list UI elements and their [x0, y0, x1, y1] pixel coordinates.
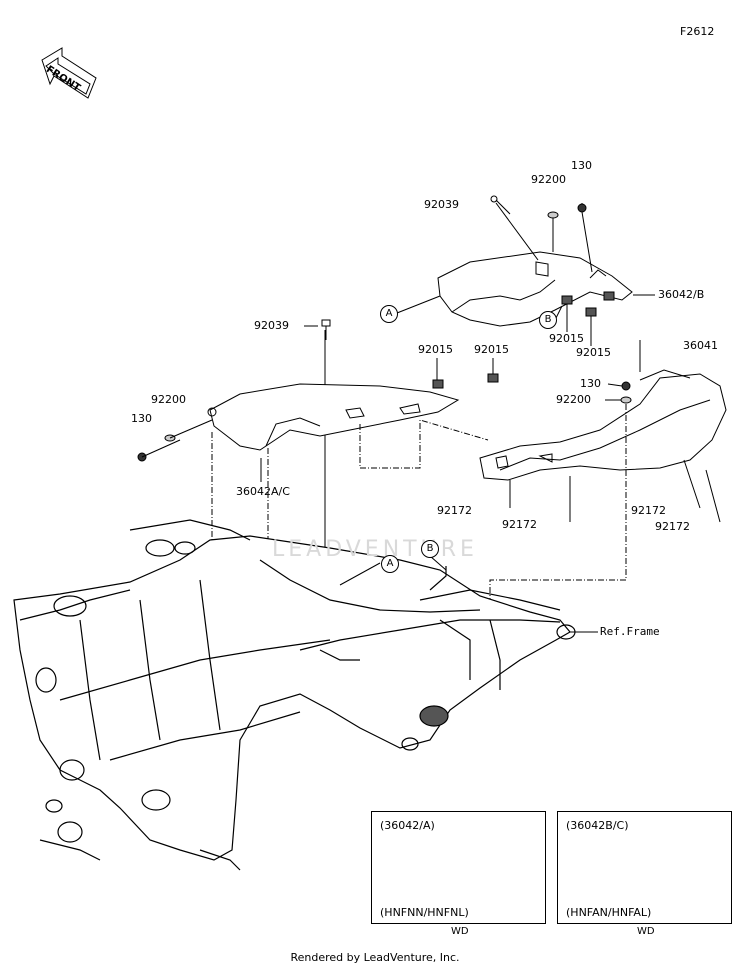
- part-label-36042-ac: 36042A/C: [236, 485, 290, 498]
- part-label-92200-top: 92200: [531, 173, 566, 186]
- bolt-hardware-right: [509, 340, 721, 523]
- frame-part: [13, 519, 576, 871]
- inset-wd-label: WD: [451, 926, 469, 937]
- callout-b-lower: B: [421, 540, 439, 558]
- inset-title: (36042/A): [380, 819, 435, 832]
- tail-cover-part: [479, 369, 727, 481]
- callout-a-lower: A: [381, 555, 399, 573]
- inset-wd-label: WD: [637, 926, 655, 937]
- part-label-92039-top: 92039: [424, 198, 459, 211]
- part-label-36041: 36041: [683, 339, 718, 352]
- inset-box-36042-a: (36042/A) (HNFNN/HNFNL): [371, 811, 546, 924]
- callout-b-upper: B: [539, 311, 557, 329]
- part-label-36042-b: 36042/B: [658, 288, 705, 301]
- frame-leaders: [339, 555, 598, 633]
- inset-title: (36042B/C): [566, 819, 629, 832]
- figure-code: F2612: [680, 25, 715, 38]
- inset-variant: (HNFNN/HNFNL): [380, 906, 469, 919]
- ref-frame-label: Ref.Frame: [600, 625, 660, 638]
- seat-cover-right-part: [437, 251, 633, 327]
- part-label-92015-r2: 92015: [576, 346, 611, 359]
- part-label-92172-c: 92172: [631, 504, 666, 517]
- inset-variant: (HNFAN/HNFAL): [566, 906, 652, 919]
- callout-a-upper: A: [380, 305, 398, 323]
- part-label-92172-d: 92172: [655, 520, 690, 533]
- part-label-92200-left: 92200: [151, 393, 186, 406]
- part-label-92015-m2: 92015: [474, 343, 509, 356]
- part-label-130-right: 130: [580, 377, 601, 390]
- footer-credit: Rendered by LeadVenture, Inc.: [290, 951, 460, 964]
- part-label-92039-mid: 92039: [254, 319, 289, 332]
- watermark-text: LEADVENTURE: [272, 537, 478, 562]
- inset-box-36042-bc: (36042B/C) (HNFAN/HNFAL): [557, 811, 732, 924]
- part-label-92015-r1: 92015: [549, 332, 584, 345]
- part-label-92172-a: 92172: [437, 504, 472, 517]
- part-label-92200-right: 92200: [556, 393, 591, 406]
- part-label-130-left: 130: [131, 412, 152, 425]
- part-label-130-top: 130: [571, 159, 592, 172]
- part-label-92015-m1: 92015: [418, 343, 453, 356]
- front-arrow-icon: [41, 47, 97, 99]
- part-label-92172-b: 92172: [502, 518, 537, 531]
- clip-hardware-mid: [137, 319, 499, 482]
- seat-cover-left-part: [207, 383, 460, 451]
